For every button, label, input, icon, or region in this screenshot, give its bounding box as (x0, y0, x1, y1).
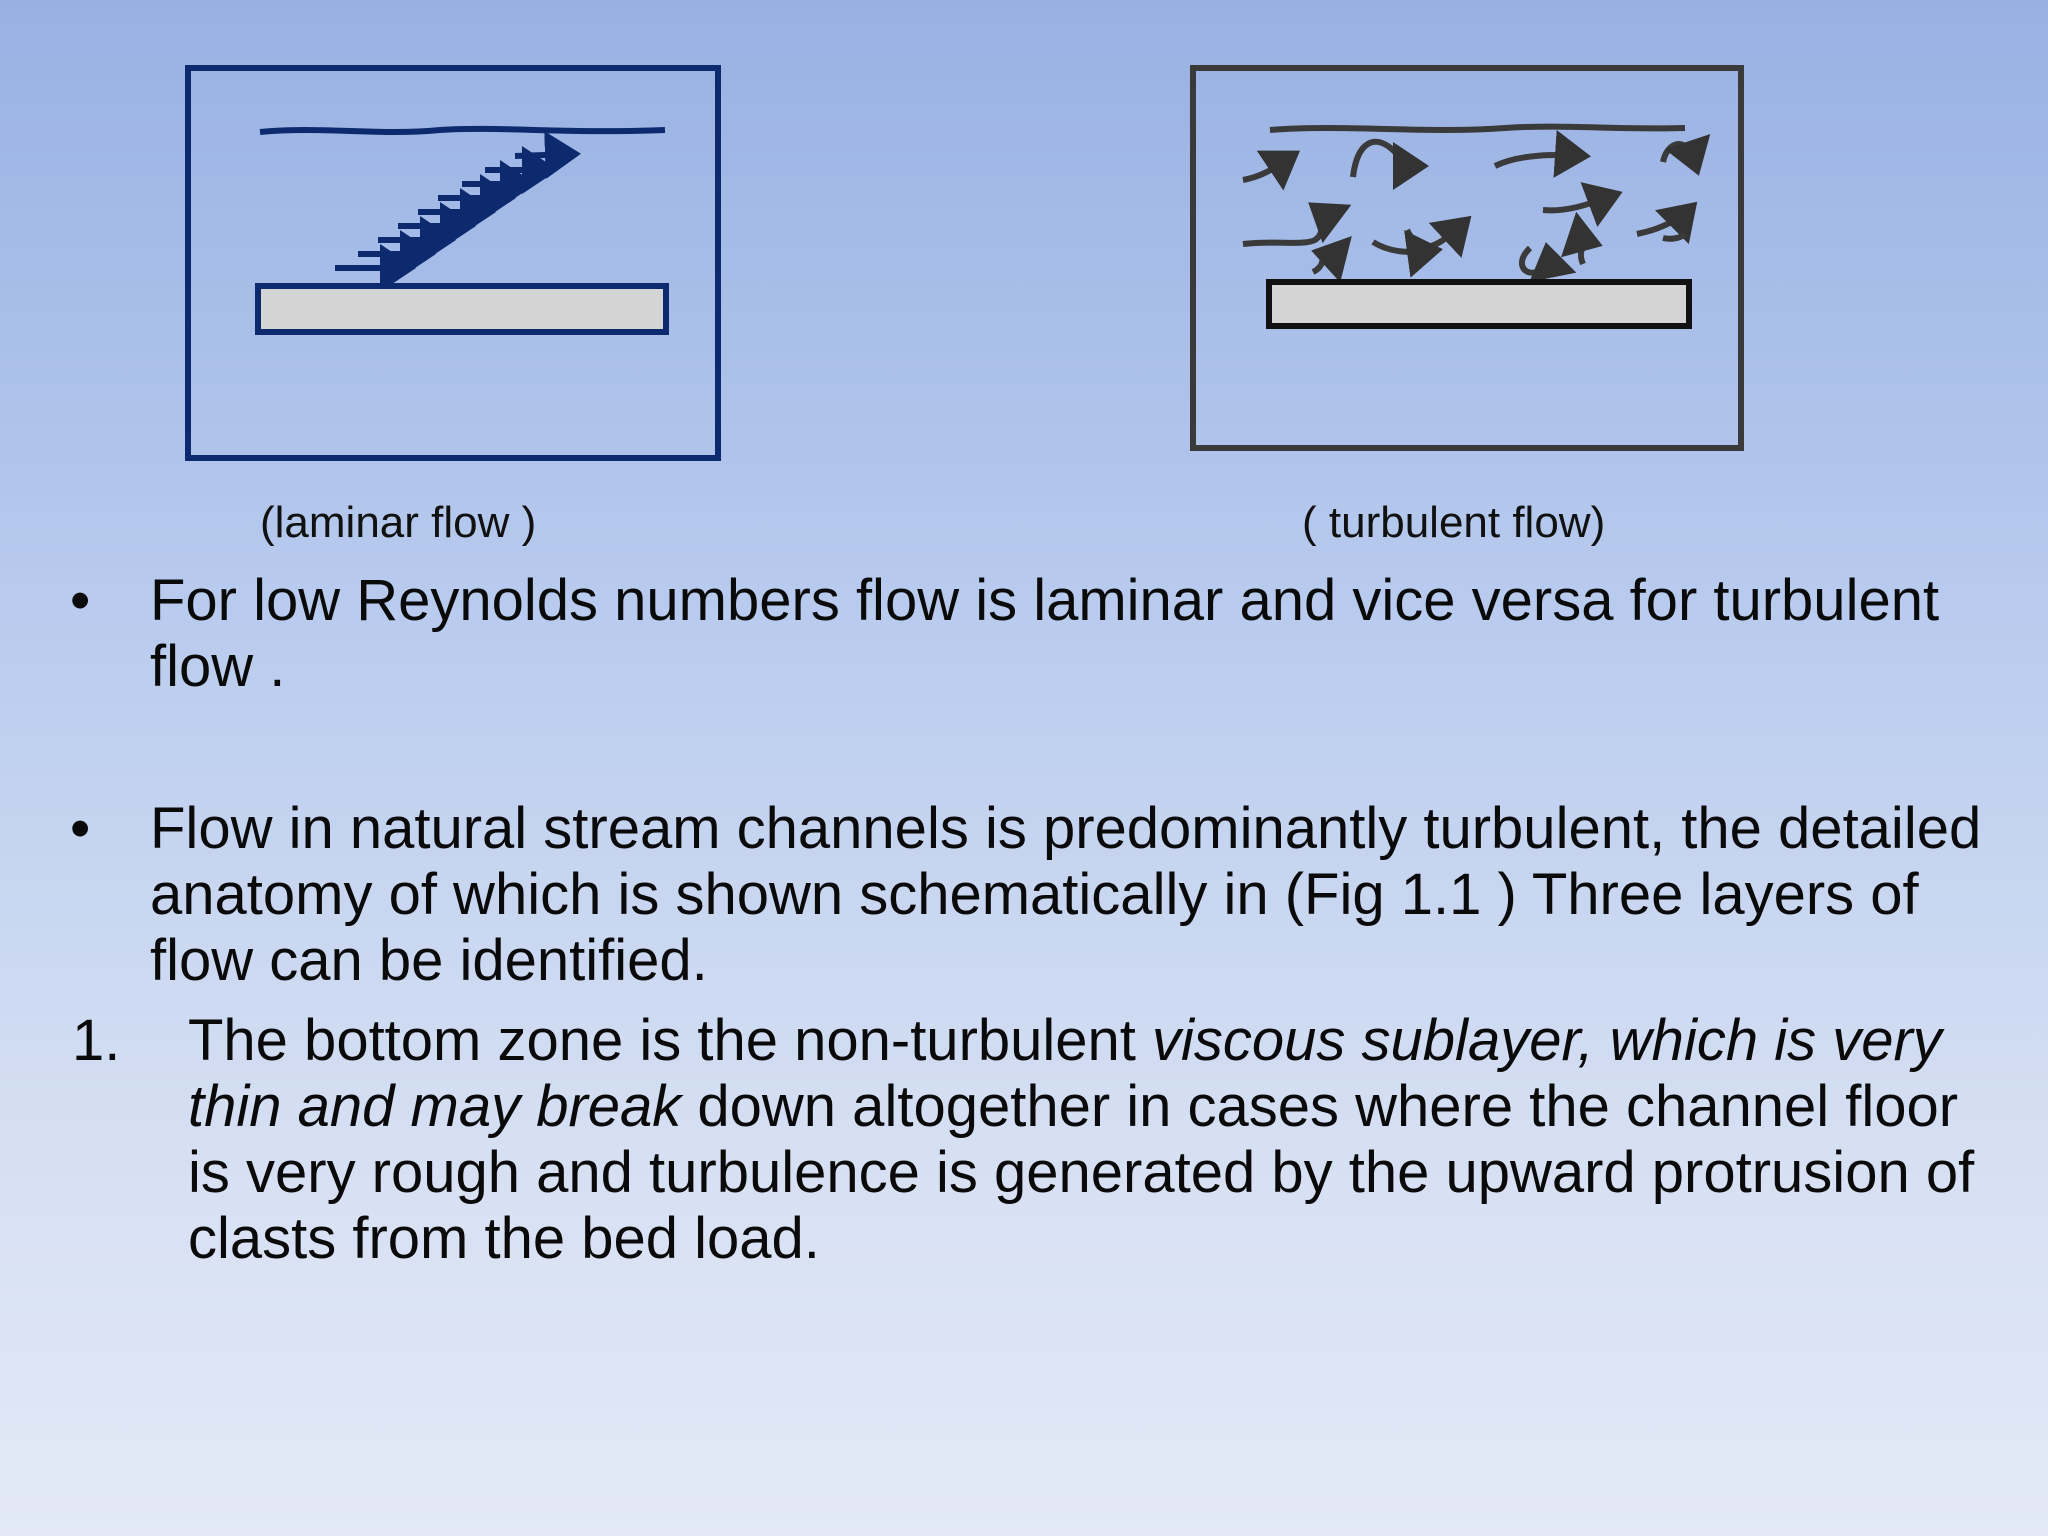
numbered-text-after: down altogether in cases where the chann… (188, 1074, 1975, 1271)
turbulent-channel-bed (1266, 279, 1692, 329)
bullet-text: Flow in natural stream channels is predo… (150, 796, 1982, 993)
laminar-flow-diagram (185, 65, 721, 461)
bullet-text: For low Reynolds numbers flow is laminar… (150, 568, 1940, 699)
turbulent-flow-caption: ( turbulent flow) (1302, 498, 1606, 547)
laminar-velocity-arrows (335, 131, 581, 292)
laminar-water-surface (259, 125, 666, 135)
bullet-mark: • (70, 568, 91, 633)
turbulent-eddy-arrows (1242, 130, 1711, 283)
laminar-channel-bed (255, 283, 669, 335)
laminar-frame (185, 65, 721, 461)
number-mark: 1. (72, 1008, 121, 1073)
numbered-text-italic: viscous sublayer, which is very thin and… (188, 1008, 1942, 1139)
laminar-flow-caption: (laminar flow ) (260, 498, 537, 547)
turbulent-flow-diagram (1190, 65, 1744, 451)
turbulent-water-surface (1269, 123, 1686, 133)
numbered-text-before: The bottom zone is the non-turbulent (188, 1008, 1153, 1073)
turbulent-frame (1190, 65, 1744, 451)
bullet-mark: • (70, 796, 91, 861)
numbered-text: The bottom zone is the non-turbulent vis… (188, 1008, 1988, 1272)
